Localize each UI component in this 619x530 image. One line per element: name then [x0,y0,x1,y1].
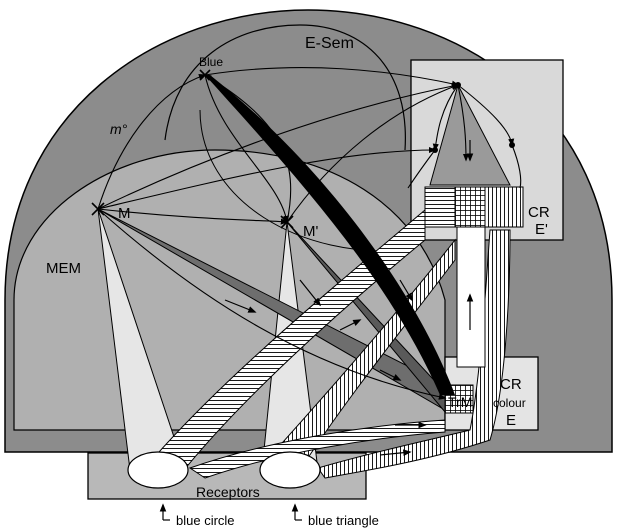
input-arrows [159,503,302,521]
label-e: E [506,412,516,429]
e-sem-region [164,24,406,151]
label-m: M [118,205,131,222]
label-e-prime: E' [535,221,548,238]
node-markers [91,69,294,229]
label-m-prime: M' [303,223,318,240]
hatched-band-right [264,238,456,471]
receptor-blue-circle [127,451,189,489]
band-arrows [224,140,474,457]
label-cr-top: CR [528,204,550,221]
label-mem: MEM [46,260,81,277]
cr-triangle [429,83,511,186]
label-receptors: Receptors [196,484,260,500]
label-cr-bottom: CR [500,376,522,393]
cr-bar-mid [454,186,486,228]
label-blue: Blue [199,55,223,69]
label-blue-triangle: blue triangle [308,513,379,528]
cr-white-band [456,226,486,368]
black-beam [205,75,455,395]
label-m-degree: m° [110,121,128,137]
receptor-blue-triangle [259,451,321,489]
label-trm: TrM [448,394,472,410]
label-e-sem: E-Sem [305,35,354,52]
label-blue-circle: blue circle [176,513,235,528]
network-nodes [432,82,515,153]
cr-bar-left [424,186,456,228]
cr-bar-right [484,186,524,228]
network-arrows [97,67,522,400]
hatched-band-return [317,229,511,479]
label-colour: colour [493,396,526,410]
